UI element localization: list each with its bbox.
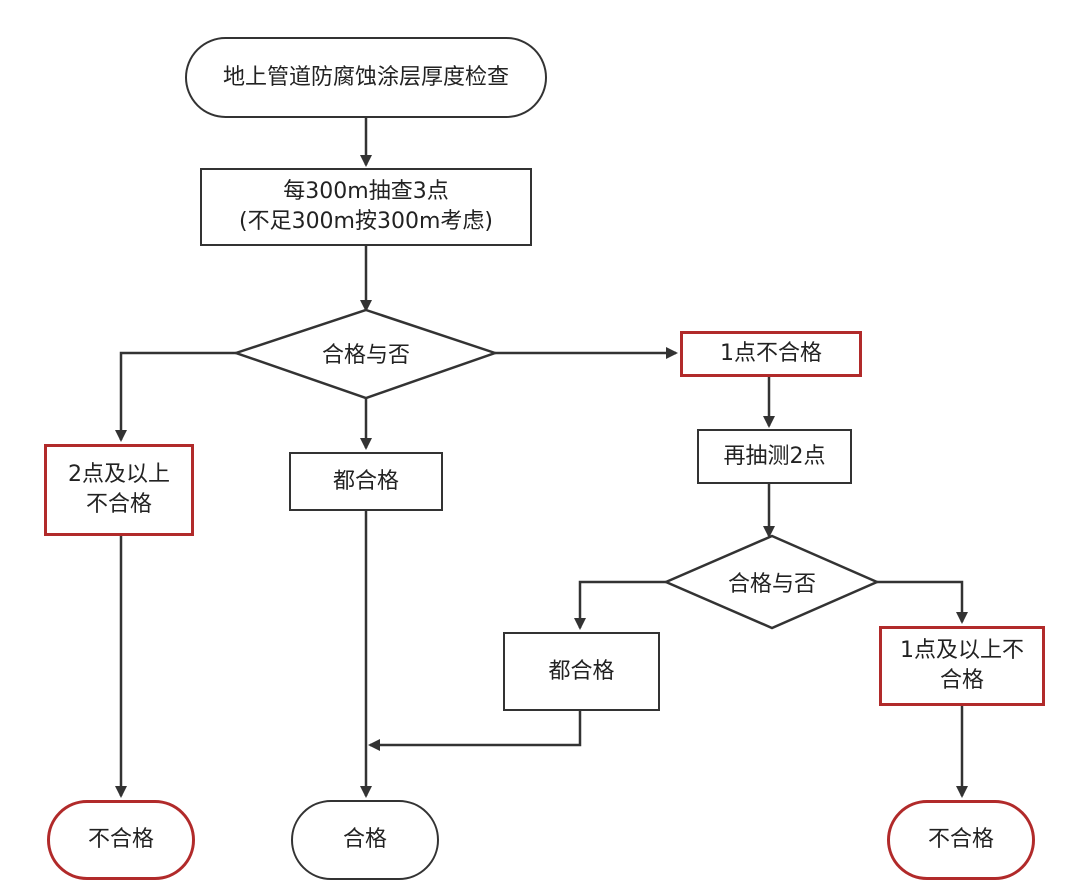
sampling-rule-box: 每300m抽查3点 (不足300m按300m考虑): [200, 168, 532, 246]
resample-box: 再抽测2点: [697, 429, 852, 484]
end-pass-label: 合格: [342, 827, 387, 853]
decision2-diamond: [662, 534, 881, 630]
end-fail-terminator-right: 不合格: [887, 800, 1035, 880]
end-fail-terminator-left: 不合格: [47, 800, 195, 880]
connector-decision2-to-all-pass2: [574, 580, 666, 630]
start-terminator: 地上管道防腐蚀涂层厚度检查: [185, 37, 547, 118]
all-pass-box-1: 都合格: [289, 452, 443, 511]
sampling-rule-line1: 每300m抽查3点: [283, 179, 449, 205]
start-label: 地上管道防腐蚀涂层厚度检查: [222, 64, 509, 90]
decision1-label: 合格与否: [321, 343, 410, 368]
all-pass-label-2: 都合格: [548, 658, 615, 684]
one-or-more-fail-box: 1点及以上不 合格: [879, 626, 1045, 706]
one-point-fail-label: 1点不合格: [720, 341, 822, 367]
one-or-more-fail-line2: 合格: [939, 668, 984, 693]
two-or-more-fail-line2: 不合格: [85, 492, 152, 517]
all-pass-box-2: 都合格: [503, 632, 660, 711]
connector-decision1-to-two-fail: [115, 351, 236, 442]
end-pass-terminator: 合格: [291, 800, 439, 880]
connector-all-pass2-to-main: [368, 711, 582, 751]
one-or-more-fail-line1: 1点及以上不: [900, 638, 1024, 664]
end-fail-left-label: 不合格: [87, 827, 154, 853]
two-or-more-fail-line1: 2点及以上: [68, 462, 170, 488]
resample-label: 再抽测2点: [723, 443, 826, 469]
one-point-fail-box: 1点不合格: [680, 331, 862, 377]
connector-decision2-to-multi-fail: [877, 580, 968, 624]
end-fail-right-label: 不合格: [927, 827, 994, 853]
all-pass-label-1: 都合格: [332, 468, 399, 494]
decision2-label: 合格与否: [727, 572, 816, 597]
sampling-rule-line2: (不足300m按300m考虑): [238, 209, 493, 234]
two-or-more-fail-box: 2点及以上 不合格: [44, 444, 194, 536]
decision1-diamond: [232, 308, 499, 400]
